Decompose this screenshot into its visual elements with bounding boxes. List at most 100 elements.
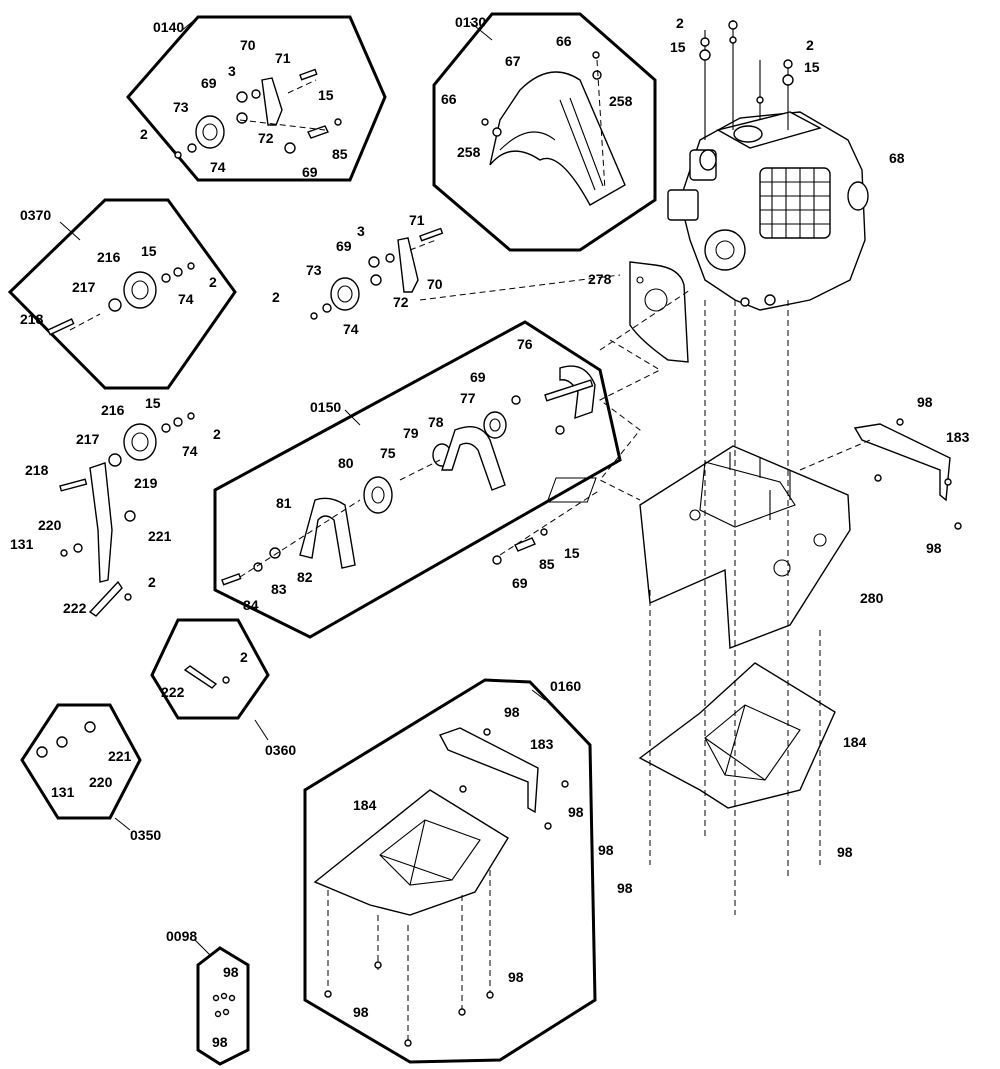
kit-code-0370: 0370	[20, 207, 51, 223]
kit-code-0150: 0150	[310, 399, 341, 415]
callout: 15	[145, 395, 161, 411]
callout: 84	[243, 597, 259, 613]
callout: 15	[670, 39, 686, 55]
callout: 68	[889, 150, 905, 166]
callout: 2	[140, 126, 148, 142]
callout: 217	[72, 279, 96, 295]
callout: 221	[108, 748, 132, 764]
callout: 2	[240, 649, 248, 665]
idler-pulley-0370	[47, 262, 195, 336]
callout: 72	[258, 130, 274, 146]
idler-assembly-0140	[174, 68, 342, 159]
kit-frame-0140	[126, 15, 387, 182]
callout: 69	[512, 575, 528, 591]
callout: 98	[617, 880, 633, 896]
callout: 71	[409, 212, 425, 228]
callout: 184	[353, 797, 377, 813]
kit-code-0098: 0098	[166, 928, 197, 944]
callout: 67	[505, 53, 521, 69]
callout: 98	[353, 1004, 369, 1020]
kit-frame-0360	[150, 618, 270, 741]
spring-0360	[183, 665, 230, 689]
callout: 73	[173, 99, 189, 115]
bolts-0160	[324, 870, 494, 1047]
callout: 98	[223, 964, 239, 980]
callout: 258	[609, 93, 633, 109]
callout: 2	[272, 289, 280, 305]
callout: 216	[97, 249, 121, 265]
callout: 98	[504, 704, 520, 720]
idler-group-middle	[310, 227, 444, 320]
callout: 82	[297, 569, 313, 585]
callout: 98	[598, 842, 614, 858]
callout: 85	[332, 146, 348, 162]
callout: 71	[275, 50, 291, 66]
callout: 218	[20, 311, 44, 327]
kit-frame-0150	[213, 320, 622, 639]
skid-plate-0160	[313, 789, 509, 916]
callout: 66	[556, 33, 572, 49]
callout: 131	[51, 784, 75, 800]
callout: 2	[806, 37, 814, 53]
callout: 75	[380, 445, 396, 461]
callout: 66	[441, 91, 457, 107]
pulley-belt-0150	[221, 365, 596, 586]
frame-housing	[546, 445, 851, 649]
kit-labels: 0140 0130 0370 0150 0360 0350 0160 0098	[20, 14, 581, 944]
callout: 98	[926, 540, 942, 556]
callout: 15	[804, 59, 820, 75]
callout: 280	[860, 590, 884, 606]
callout: 98	[212, 1034, 228, 1050]
callout: 73	[306, 262, 322, 278]
callout: 98	[568, 804, 584, 820]
belt-cover-0130	[481, 51, 626, 206]
callout: 76	[517, 336, 533, 352]
bolts-0098	[212, 992, 236, 1018]
callout: 74	[178, 291, 194, 307]
callout: 15	[564, 545, 580, 561]
callout: 74	[343, 321, 359, 337]
callout: 222	[63, 600, 87, 616]
callout: 221	[148, 528, 172, 544]
kit-code-0360: 0360	[265, 742, 296, 758]
callout: 70	[427, 276, 443, 292]
callout: 3	[357, 223, 365, 239]
bracket-0160	[438, 727, 569, 830]
part-callouts: 70 71 69 3 73 72 2 74 15 85 69 67 66 258…	[10, 15, 970, 1050]
bracket-right	[853, 418, 962, 530]
callout: 217	[76, 431, 100, 447]
kit-frame-0350	[20, 703, 142, 831]
callout: 220	[38, 517, 62, 533]
callout: 222	[161, 684, 185, 700]
skid-plate-right	[638, 662, 836, 809]
callout: 218	[25, 462, 49, 478]
callout: 258	[457, 144, 481, 160]
kit-code-0160: 0160	[550, 678, 581, 694]
callout: 85	[539, 556, 555, 572]
callout: 2	[148, 574, 156, 590]
callout: 78	[428, 414, 444, 430]
callout: 98	[837, 844, 853, 860]
kit-frame-0370	[7, 198, 237, 390]
callout: 72	[393, 294, 409, 310]
callout: 69	[336, 238, 352, 254]
callout: 81	[276, 495, 292, 511]
callout: 83	[271, 581, 287, 597]
callout: 2	[676, 15, 684, 31]
link-parts	[492, 489, 601, 565]
callout: 80	[338, 455, 354, 471]
callout: 2	[209, 274, 217, 290]
callout: 69	[302, 164, 318, 180]
kit-code-0350: 0350	[130, 827, 161, 843]
callout: 2	[213, 426, 221, 442]
callout: 184	[843, 734, 867, 750]
callout: 216	[101, 402, 125, 418]
callout: 278	[588, 271, 612, 287]
callout: 79	[403, 425, 419, 441]
kit-frame-0130	[432, 12, 657, 252]
kit-code-0130: 0130	[455, 14, 486, 30]
engine-plate	[629, 261, 689, 363]
kit-frame-0160	[303, 678, 597, 1064]
